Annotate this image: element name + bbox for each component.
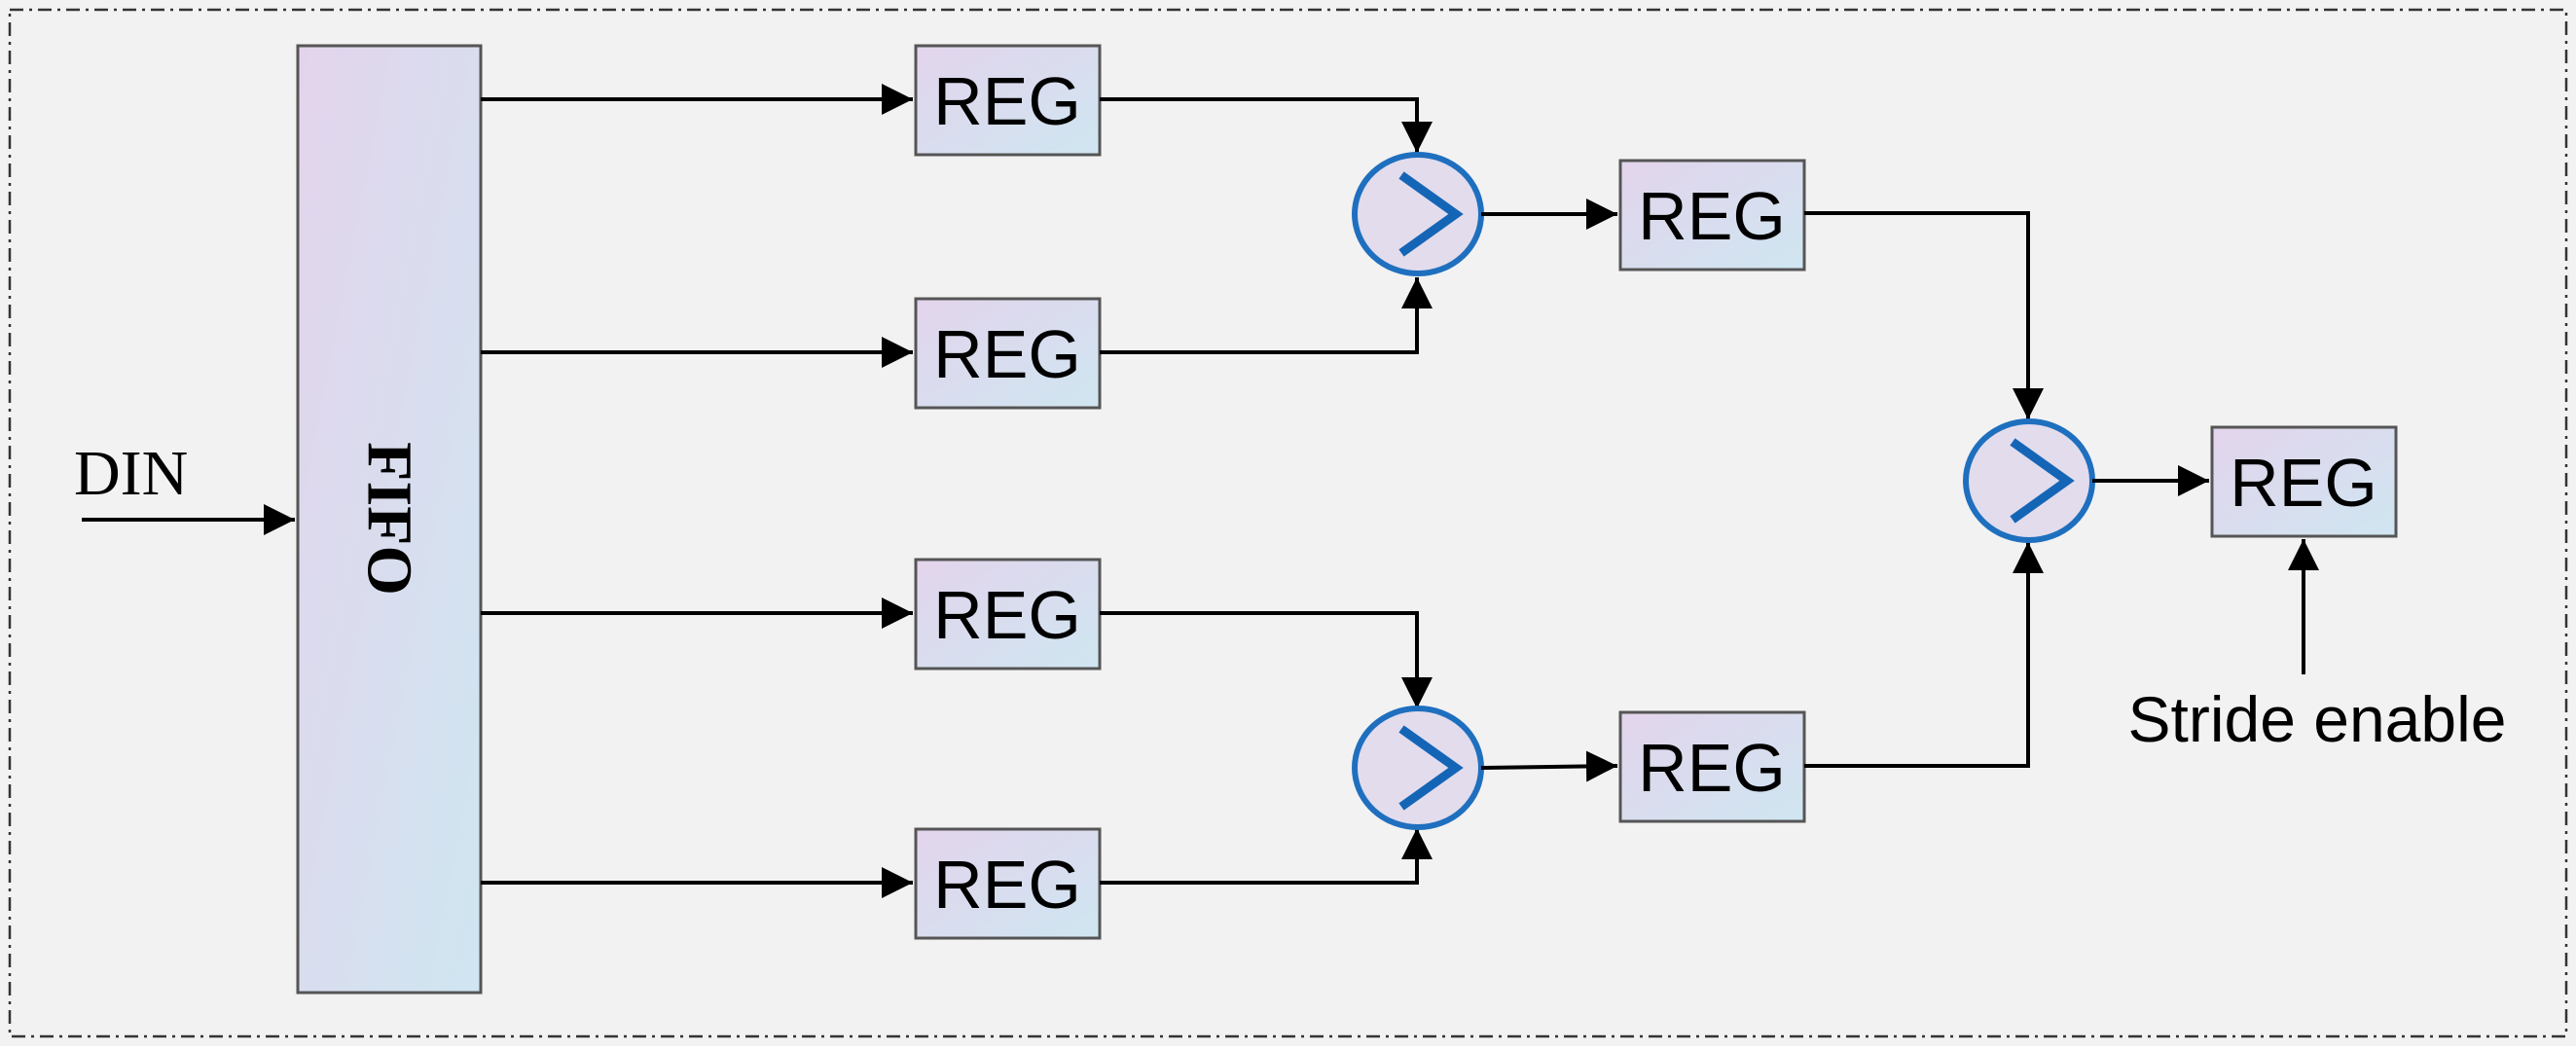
greater-than-comparator-icon: [1352, 706, 1484, 830]
wire-cmp2-to-reg6: [1480, 750, 1618, 782]
diagram-border: [8, 8, 2568, 1038]
wire-reg6-to-cmp3: [1804, 542, 2044, 768]
wire-reg3-to-cmp2: [1100, 611, 1433, 708]
reg-label: REG: [933, 316, 1081, 392]
wire-reg2-to-cmp1: [1100, 277, 1433, 354]
reg-output: REG: [2210, 425, 2398, 538]
din-label: DIN: [74, 438, 188, 509]
greater-than-comparator-icon: [1963, 418, 2095, 543]
reg-stage1-4: REG: [914, 827, 1102, 940]
fifo-block: [296, 44, 483, 995]
reg-label: REG: [2230, 445, 2377, 521]
reg-stage2-2: REG: [1618, 710, 1806, 823]
reg-stage1-1: REG: [914, 44, 1102, 157]
reg-stage1-3: REG: [914, 558, 1102, 670]
reg-stage2-1: REG: [1618, 159, 1806, 272]
reg-stage1-2: REG: [914, 297, 1102, 410]
wire-reg4-to-cmp2: [1100, 828, 1433, 885]
reg-label: REG: [933, 63, 1081, 139]
reg-label: REG: [1638, 178, 1786, 254]
reg-label: REG: [933, 577, 1081, 653]
stride-enable-label: Stride enable: [2128, 683, 2507, 755]
wire-reg5-to-cmp3: [1804, 211, 2044, 419]
greater-than-comparator-icon: [1352, 152, 1484, 276]
reg-label: REG: [1638, 730, 1786, 806]
reg-label: REG: [933, 847, 1081, 923]
wire-reg1-to-cmp1: [1100, 97, 1433, 153]
fifo-label: FIFO: [354, 442, 425, 596]
